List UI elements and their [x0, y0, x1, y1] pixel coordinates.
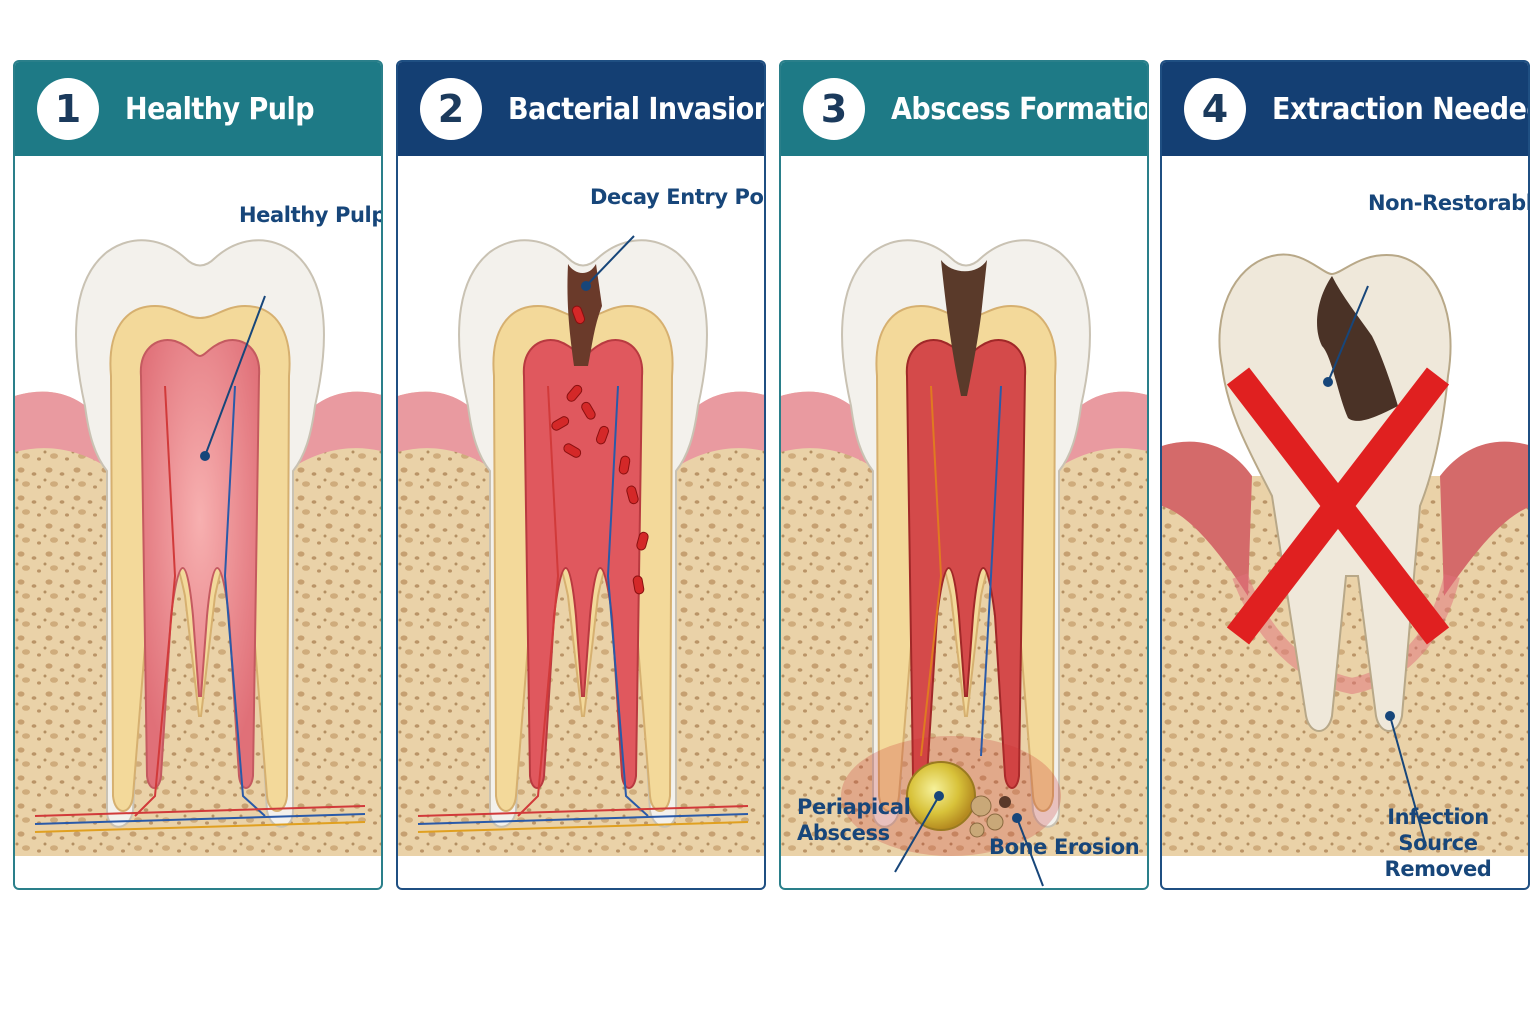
- panel-header: 1 Healthy Pulp: [15, 62, 381, 156]
- number-badge: 4: [1184, 78, 1246, 140]
- tooth-illustration: [398, 235, 764, 856]
- panel-bacterial-invasion: 2 Bacterial Invasion Decay Entry Po: [396, 60, 766, 890]
- panel-title: Bacterial Invasion: [508, 91, 766, 127]
- tooth-illustration: [781, 239, 1147, 887]
- panel-title: Abscess Formation: [891, 91, 1149, 127]
- panel-abscess-formation: 3 Abscess Formation Periapical Abscess B…: [779, 60, 1149, 890]
- panel-title: Healthy Pulp: [125, 91, 315, 127]
- decay-entry-point-label: Decay Entry Point: [590, 185, 764, 209]
- non-restorable-label: Non-Restorable: [1368, 191, 1530, 215]
- number-badge: 3: [803, 78, 865, 140]
- number-badge: 1: [37, 78, 99, 140]
- infection-source-removed-label: Infection Source Removed: [1384, 805, 1492, 881]
- bone-erosion-label: Bone Erosion: [989, 835, 1140, 859]
- tooth-illustration: [1162, 253, 1528, 856]
- extraction-x-icon: [1226, 367, 1450, 645]
- panel-header: 2 Bacterial Invasion: [398, 62, 764, 156]
- healthy-pulp-label: Healthy Pulp: [239, 203, 383, 227]
- tooth-illustration: [15, 239, 381, 856]
- number-badge: 2: [420, 78, 482, 140]
- bacteria-icon: [551, 305, 649, 595]
- panel-extraction-needed: 4 Extraction Needed Non-Restorable Infec…: [1160, 60, 1530, 890]
- panel-title: Extraction Needed: [1272, 91, 1530, 127]
- panel-healthy-pulp: 1 Healthy Pulp Healthy Pulp: [13, 60, 383, 890]
- periapical-abscess-label: Periapical Abscess: [797, 795, 911, 845]
- panel-header: 4 Extraction Needed: [1162, 62, 1528, 156]
- panel-header: 3 Abscess Formation: [781, 62, 1147, 156]
